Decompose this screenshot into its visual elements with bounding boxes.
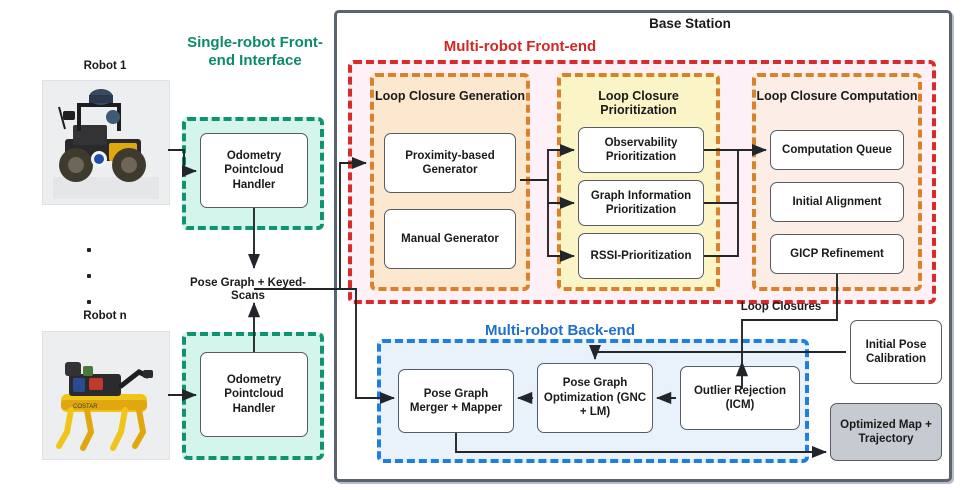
optimized-map-trajectory-node[interactable]: Optimized Map + Trajectory: [830, 403, 942, 461]
initial-pose-calibration-node[interactable]: Initial Pose Calibration: [850, 320, 942, 384]
single-robot-interface-title: Single-robot Front-end Interface: [187, 34, 323, 69]
ellipsis-dot: [87, 248, 91, 252]
odometry-pointcloud-handler-n[interactable]: Odometry Pointcloud Handler: [200, 352, 308, 437]
computation-queue-node[interactable]: Computation Queue: [770, 130, 904, 170]
graph-information-prioritization-node[interactable]: Graph Information Prioritization: [578, 180, 704, 226]
robot-1-image: [43, 81, 169, 204]
loop-closure-computation-title: Loop Closure Computation: [756, 89, 918, 103]
ellipsis-dot: [87, 300, 91, 304]
svg-text:COSTAR: COSTAR: [73, 404, 98, 410]
robot-n-photo: COSTAR: [42, 331, 170, 460]
robot-1-photo: [42, 80, 170, 205]
ellipsis-dot: [87, 274, 91, 278]
pose-graph-keyed-scans-label: Pose Graph + Keyed-Scans: [190, 277, 306, 303]
loop-closure-generation-title: Loop Closure Generation: [374, 89, 525, 103]
outlier-rejection-node[interactable]: Outlier Rejection (ICM): [680, 366, 800, 430]
robot-1-label: Robot 1: [83, 60, 127, 72]
loop-closures-label: Loop Closures: [740, 301, 822, 313]
observability-prioritization-node[interactable]: Observability Prioritization: [578, 127, 704, 173]
base-station-title: Base Station: [649, 16, 731, 31]
odometry-pointcloud-handler-1[interactable]: Odometry Pointcloud Handler: [200, 133, 308, 208]
robot-ellipsis: [86, 248, 92, 304]
loop-closure-prioritization-title: Loop Closure Prioritization: [598, 89, 679, 118]
multi-robot-backend-title: Multi-robot Back-end: [485, 322, 635, 339]
proximity-based-generator-node[interactable]: Proximity-based Generator: [384, 133, 516, 193]
gicp-refinement-node[interactable]: GICP Refinement: [770, 234, 904, 274]
robot-n-image: COSTAR: [43, 332, 169, 459]
robot-n-label: Robot n: [83, 310, 127, 322]
initial-alignment-node[interactable]: Initial Alignment: [770, 182, 904, 222]
pose-graph-merger-mapper-node[interactable]: Pose Graph Merger + Mapper: [398, 369, 514, 433]
multi-robot-frontend-title: Multi-robot Front-end: [443, 38, 597, 55]
manual-generator-node[interactable]: Manual Generator: [384, 209, 516, 269]
pose-graph-optimization-node[interactable]: Pose Graph Optimization (GNC + LM): [537, 363, 653, 433]
rssi-prioritization-node[interactable]: RSSI-Prioritization: [578, 233, 704, 279]
